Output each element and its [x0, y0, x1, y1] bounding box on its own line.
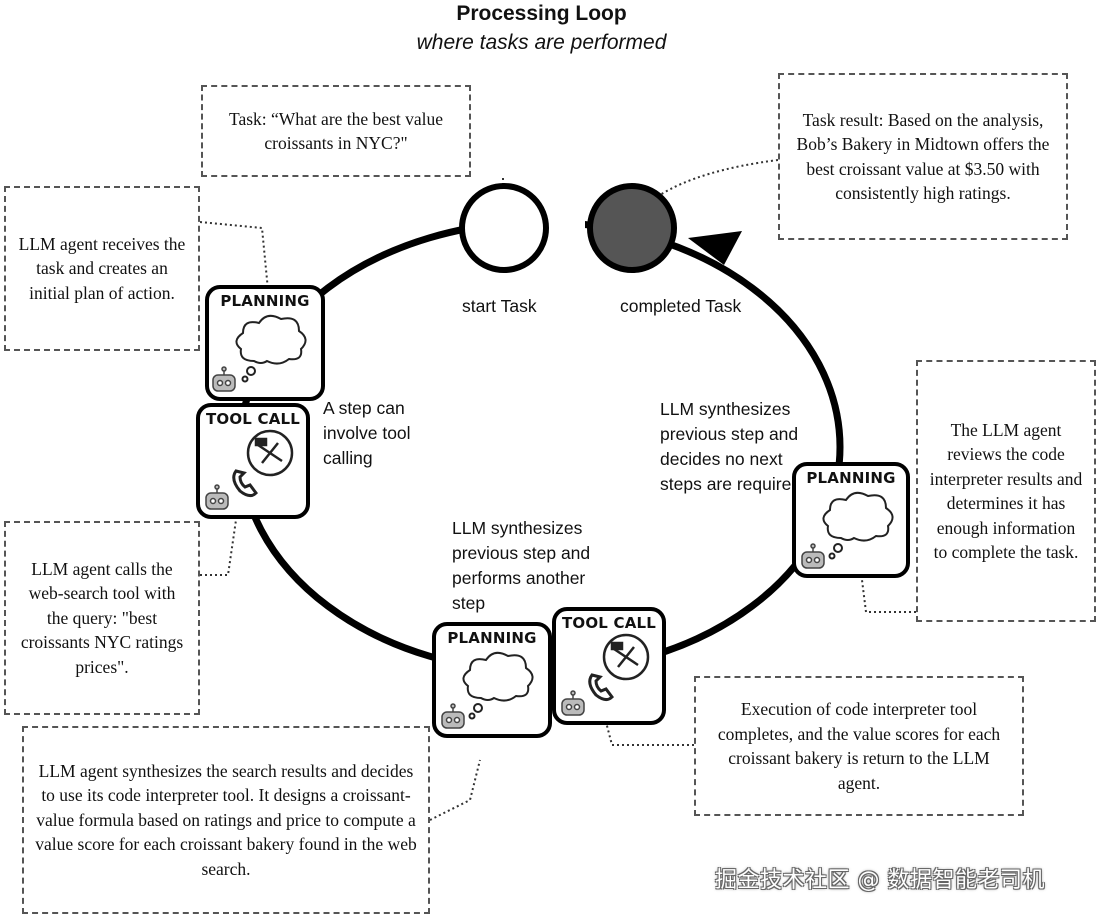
thought-cloud-icon [822, 491, 894, 560]
note-task-result: Task result: Based on the analysis, Bob’… [778, 73, 1068, 240]
diagram-subtitle: where tasks are performed [416, 31, 667, 54]
note-task-result-text: Task result: Based on the analysis, Bob’… [796, 109, 1050, 204]
watermark: 掘金技术社区 @ 数据智能老司机 [715, 868, 1045, 893]
start-task-label: start Task [462, 296, 537, 316]
start-task-circle [459, 183, 549, 273]
tools-icon [246, 429, 294, 477]
note-code-interpreter-plan: LLM agent synthesizes the search results… [22, 726, 430, 914]
note-web-search-text: LLM agent calls the web-search tool with… [20, 558, 184, 677]
note-code-interpreter-plan-text: LLM agent synthesizes the search results… [35, 760, 417, 879]
header: Processing Loop where tasks are performe… [0, 0, 1083, 55]
note-receive-task-text: LLM agent receives the task and creates … [18, 233, 186, 303]
note-task-text: Task: “What are the best value croissant… [228, 108, 444, 154]
step-planning-2-title: PLANNING [806, 469, 896, 487]
step-tool-call-1: TOOL CALL [196, 403, 310, 519]
diagram-title: Processing Loop [456, 2, 627, 25]
note-receive-task: LLM agent receives the task and creates … [4, 186, 200, 351]
note-review-text: The LLM agent reviews the code interpret… [929, 419, 1083, 563]
step-planning-3-graphic [441, 651, 534, 729]
connector-interp [429, 759, 481, 821]
step-planning-2-graphic [801, 491, 894, 569]
thought-cloud-icon [462, 651, 534, 720]
robot-icon [441, 703, 465, 729]
step-planning-1: PLANNING [205, 285, 325, 401]
completed-task-label: completed Task [620, 296, 742, 316]
connector-receive [199, 221, 269, 291]
step-planning-1-title: PLANNING [220, 292, 310, 310]
robot-icon [561, 690, 585, 716]
connector-exec [605, 721, 694, 746]
step-planning-3: PLANNING [432, 622, 552, 738]
step-planning-2: PLANNING [792, 462, 910, 578]
robot-icon [801, 543, 825, 569]
robot-icon [205, 484, 229, 510]
phone-icon [588, 673, 614, 702]
step-tool-call-2-graphic [561, 633, 650, 716]
connector-result [659, 159, 779, 196]
step-tool-call-2-title: TOOL CALL [561, 614, 657, 632]
label-synth-another: LLM synthesizes previous step and perfor… [452, 518, 591, 613]
tools-icon [602, 633, 650, 681]
note-review: The LLM agent reviews the code interpret… [916, 360, 1096, 622]
step-planning-3-title: PLANNING [447, 629, 537, 647]
step-tool-call-1-graphic [205, 429, 294, 510]
connector-websearch [200, 519, 237, 576]
note-task: Task: “What are the best value croissant… [201, 85, 471, 177]
step-tool-call-2: TOOL CALL [552, 607, 666, 725]
phone-icon [232, 469, 258, 498]
label-synth-none: LLM synthesizes previous step and decide… [660, 399, 802, 494]
note-execution-result-text: Execution of code interpreter tool compl… [717, 699, 1001, 793]
robot-icon [212, 366, 236, 392]
loop-arrowhead [688, 231, 742, 265]
connector-review [861, 579, 916, 613]
thought-cloud-icon [235, 314, 307, 383]
step-planning-1-graphic [212, 314, 307, 392]
step-tool-call-1-title: TOOL CALL [205, 410, 301, 428]
note-web-search: LLM agent calls the web-search tool with… [4, 521, 200, 715]
completed-task-circle [587, 183, 677, 273]
label-step-tool: A step can involve tool calling [323, 398, 411, 468]
note-execution-result: Execution of code interpreter tool compl… [694, 676, 1024, 816]
